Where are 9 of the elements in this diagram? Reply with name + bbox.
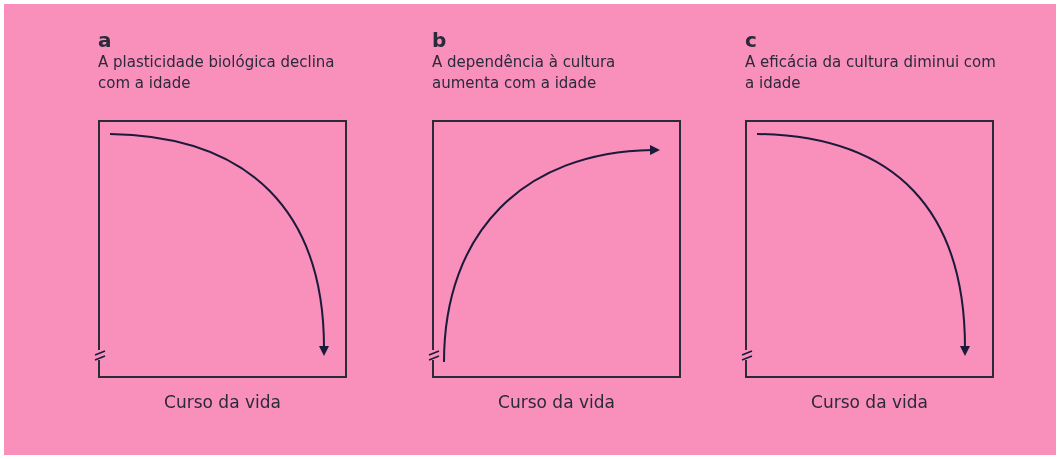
axis-label: Curso da vida [163, 392, 282, 412]
axis-label: Curso da vida [810, 392, 929, 412]
axis-label: Curso da vida [497, 392, 616, 412]
panel-heading: A eficácia da cultura diminui com a idade [745, 52, 997, 94]
panel-heading: A plasticidade biológica declina com a idade [98, 52, 336, 94]
panel-letter: c [745, 28, 757, 52]
panel-letter: b [432, 28, 447, 52]
panel-letter: a [98, 28, 112, 52]
panel-heading: A dependência à cultura aumenta com a idade [432, 52, 617, 94]
